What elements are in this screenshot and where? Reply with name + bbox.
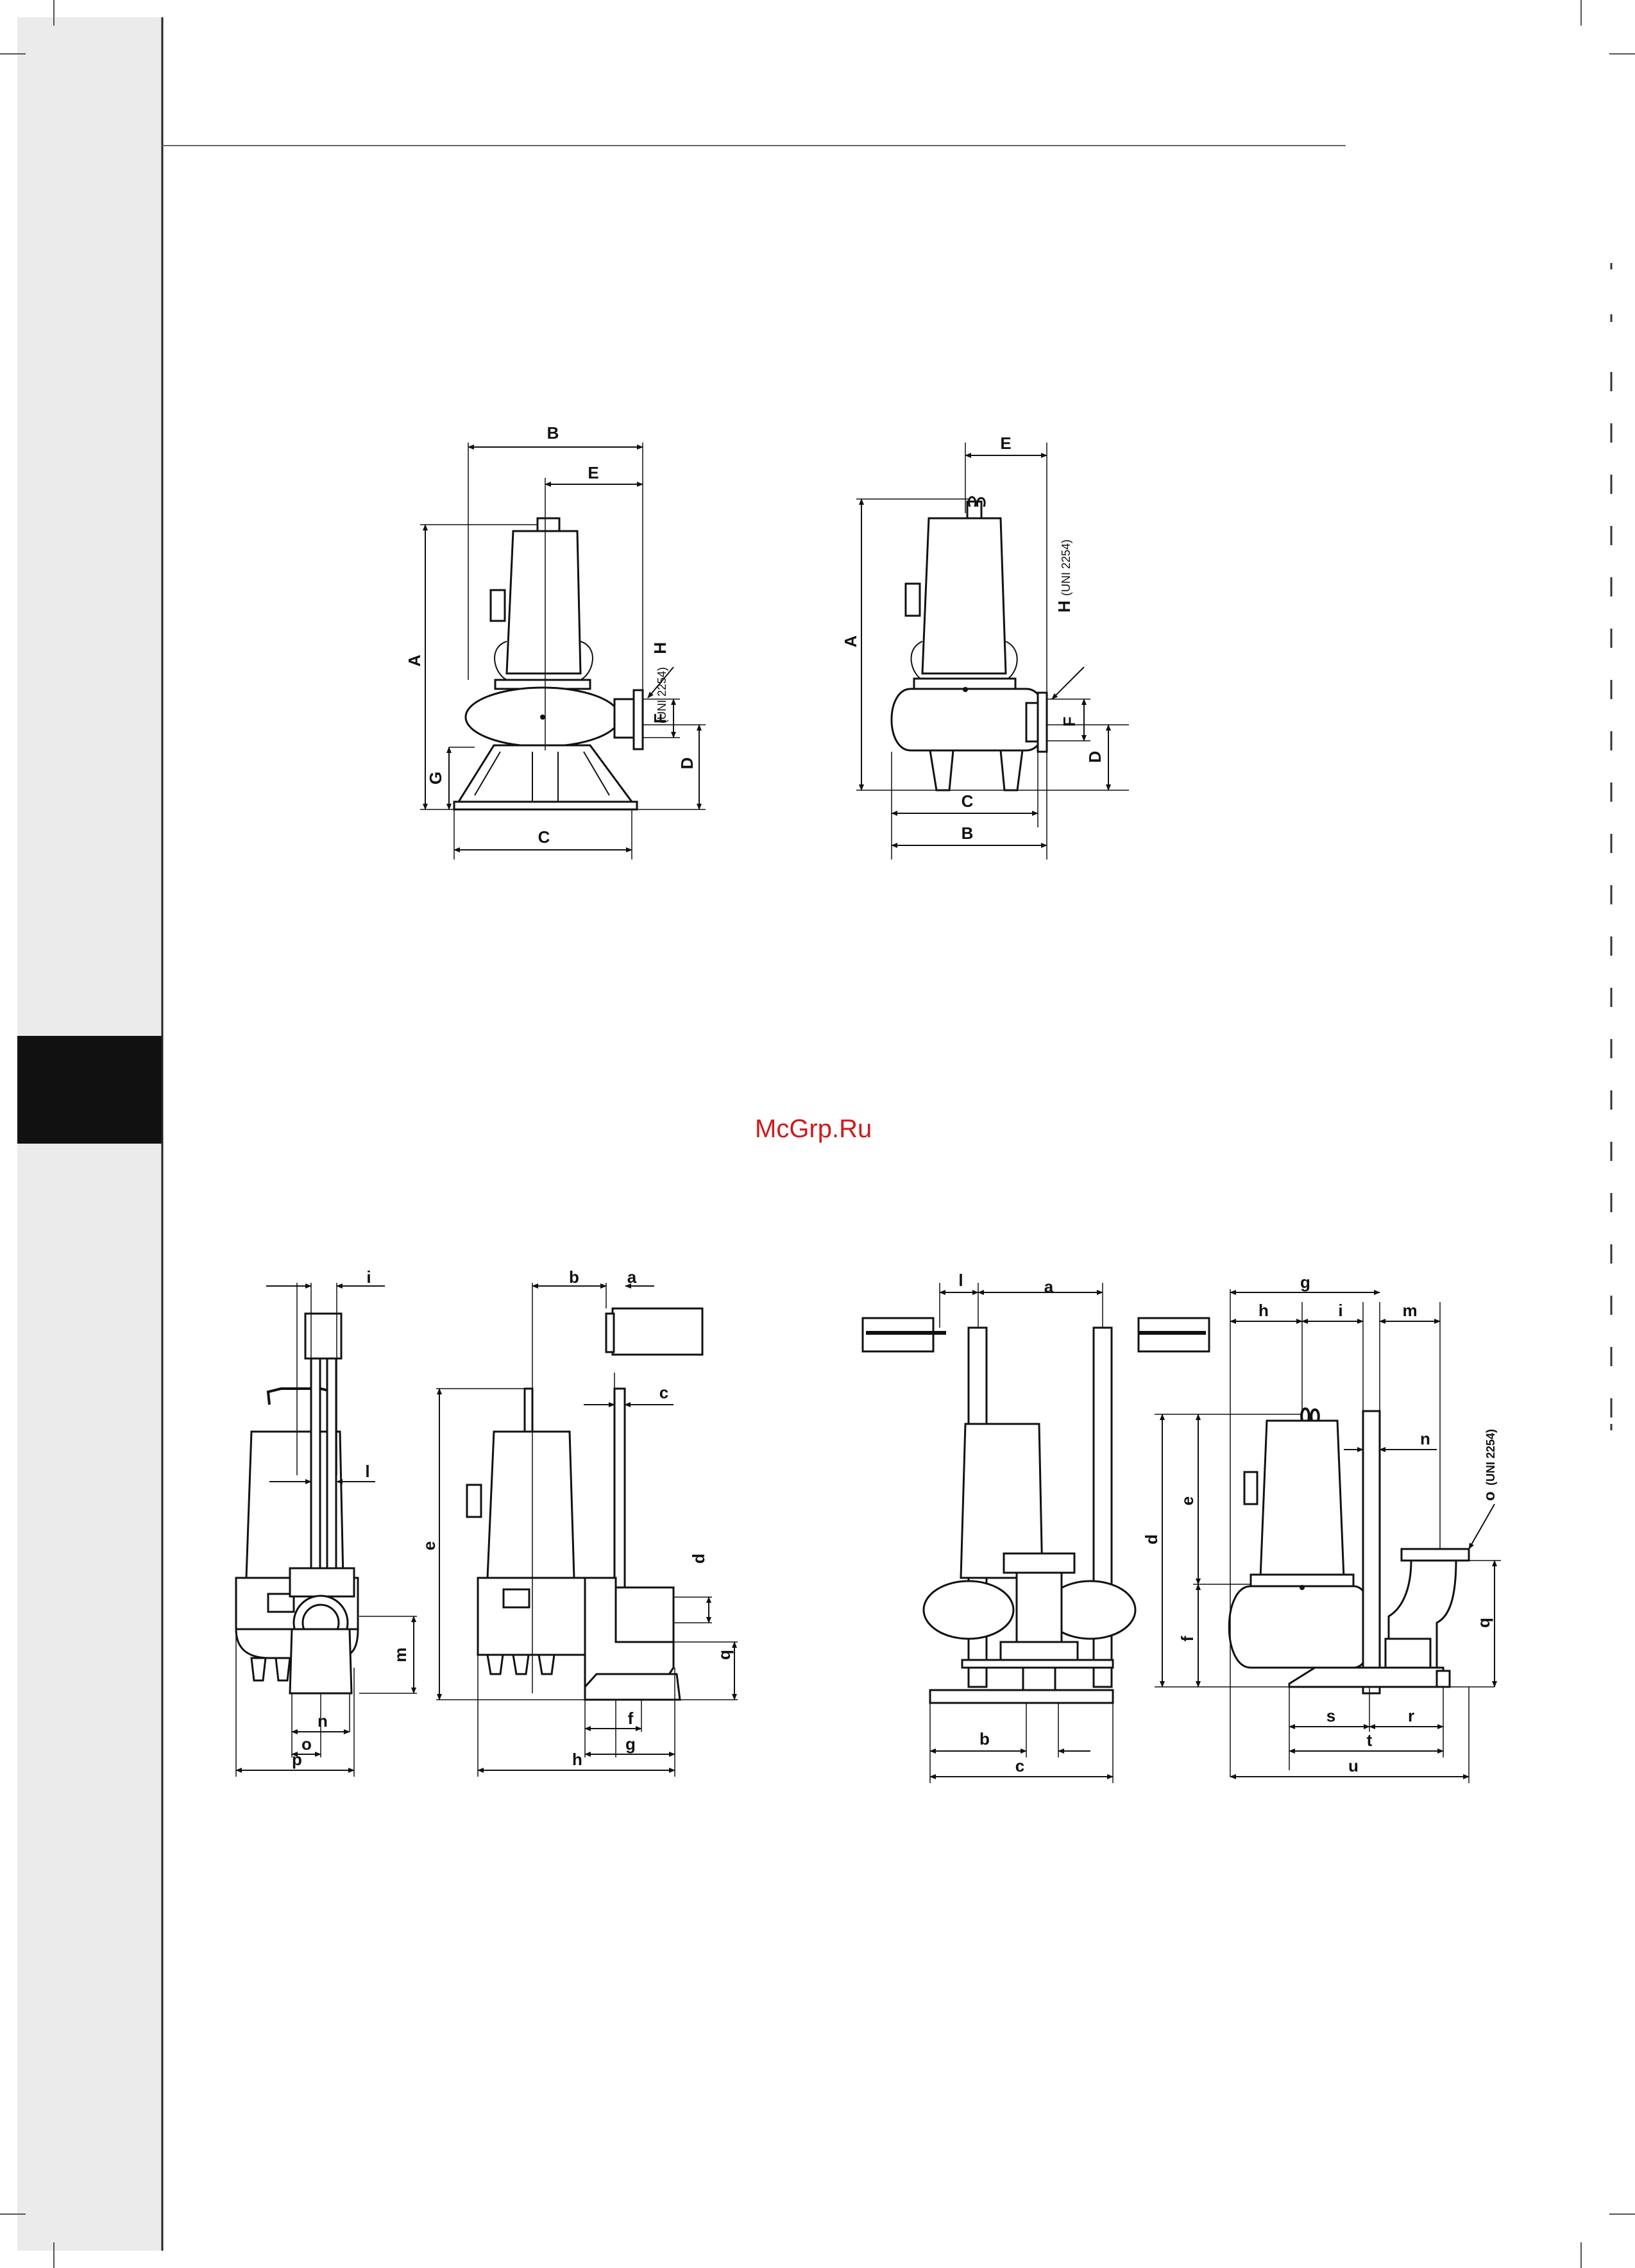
dim-label-m: m <box>1402 1301 1417 1320</box>
dim-label-e: e <box>419 1541 439 1550</box>
diagram-pump-on-stand: B E A G C F D H (UNI 2254) <box>405 423 706 859</box>
dim-label-b: b <box>569 1267 579 1287</box>
dim-label-F: F <box>1060 716 1079 727</box>
dim-label-A: A <box>841 635 860 647</box>
dim-label-C: C <box>962 791 974 811</box>
watermark-text: McGrp.Ru <box>755 1115 872 1144</box>
dim-label-q: q <box>715 1650 734 1660</box>
pump-body <box>892 497 1047 790</box>
dim-label-i: i <box>1338 1301 1343 1320</box>
dim-label-C: C <box>538 827 550 847</box>
dim-label-l: l <box>958 1271 963 1290</box>
dim-label-t: t <box>1367 1731 1373 1750</box>
dim-label-u: u <box>1348 1756 1359 1775</box>
dim-label-B: B <box>962 824 974 843</box>
dim-label-H: H <box>1055 600 1074 613</box>
flange-standard-callout: o (UNI 2254) <box>1481 1429 1498 1501</box>
dim-label-l: l <box>365 1462 369 1481</box>
dim-label-i: i <box>366 1267 371 1287</box>
dim-label-f: f <box>1178 1636 1197 1641</box>
dim-label-G: G <box>426 772 445 784</box>
pump-stand <box>454 745 637 809</box>
dim-label-B: B <box>547 423 559 443</box>
dim-label-r: r <box>1408 1706 1414 1725</box>
dim-label-d: d <box>689 1553 708 1564</box>
dim-label-e: e <box>1178 1496 1197 1505</box>
guide-rail <box>1363 1411 1380 1693</box>
dim-label-A: A <box>405 654 424 666</box>
dim-label-c: c <box>659 1383 668 1402</box>
diagram-rail-brackets-view: l a b c <box>863 1271 1209 1783</box>
dim-label-D: D <box>677 757 697 770</box>
flange-standard-label: (UNI 2254) <box>1484 1429 1497 1485</box>
diagram-rail-side-view: b a c e d q f g h <box>419 1267 738 1777</box>
dim-label-q: q <box>1474 1618 1493 1628</box>
dim-label-h: h <box>1258 1301 1269 1320</box>
dim-label-c: c <box>1015 1756 1024 1775</box>
extension-lines <box>436 1283 738 1777</box>
dim-label-m: m <box>391 1647 410 1662</box>
dim-label-E: E <box>1000 434 1011 453</box>
dim-label-D: D <box>1085 751 1105 763</box>
dim-label-s: s <box>1326 1706 1335 1725</box>
discharge-elbow <box>585 1308 702 1700</box>
flange-standard-label: (UNI 2254) <box>1060 539 1072 596</box>
dim-label-h: h <box>572 1750 582 1769</box>
flange-standard-callout: H (UNI 2254) <box>650 642 670 724</box>
pump-body <box>1229 1409 1373 1668</box>
dim-label-a: a <box>1044 1277 1054 1296</box>
dim-label-b: b <box>979 1729 990 1748</box>
dim-label-E: E <box>588 463 598 482</box>
pump-body <box>466 518 643 749</box>
dim-label-o: o <box>301 1734 312 1754</box>
dim-label-d: d <box>1142 1534 1161 1544</box>
diagram-pump-free-standing: E A C B F D H (UNI 2254) <box>841 434 1129 859</box>
pump-body <box>467 1389 585 1674</box>
dim-label-H: H <box>650 642 670 654</box>
dim-label-p: p <box>292 1750 302 1769</box>
dim-label-a: a <box>627 1267 637 1287</box>
dim-label-f: f <box>628 1709 634 1728</box>
flange-standard-callout: H (UNI 2254) <box>1055 539 1074 613</box>
flange-standard-label: (UNI 2254) <box>656 667 668 724</box>
dim-label-g: g <box>625 1734 636 1754</box>
dim-label-n: n <box>1420 1429 1430 1448</box>
diagram-rail-front-view: i l m n o p <box>236 1267 417 1777</box>
dim-label-g: g <box>1300 1273 1310 1292</box>
section-tab <box>17 1036 162 1144</box>
dim-label-o: o <box>1481 1491 1498 1501</box>
dim-label-n: n <box>318 1711 328 1731</box>
